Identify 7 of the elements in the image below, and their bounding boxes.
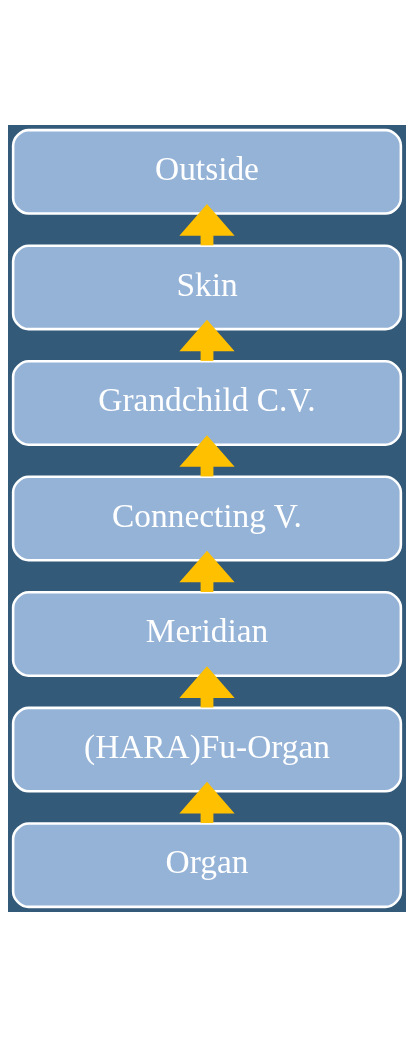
- node-box: Outside: [11, 128, 403, 215]
- node-box: Meridian: [11, 591, 403, 678]
- node-box: Skin: [11, 244, 403, 331]
- node-box: Organ: [11, 822, 403, 909]
- node-box: (HARA)Fu-Organ: [11, 706, 403, 793]
- node-box: Grandchild C.V.: [11, 359, 403, 446]
- node-box: Connecting V.: [11, 475, 403, 562]
